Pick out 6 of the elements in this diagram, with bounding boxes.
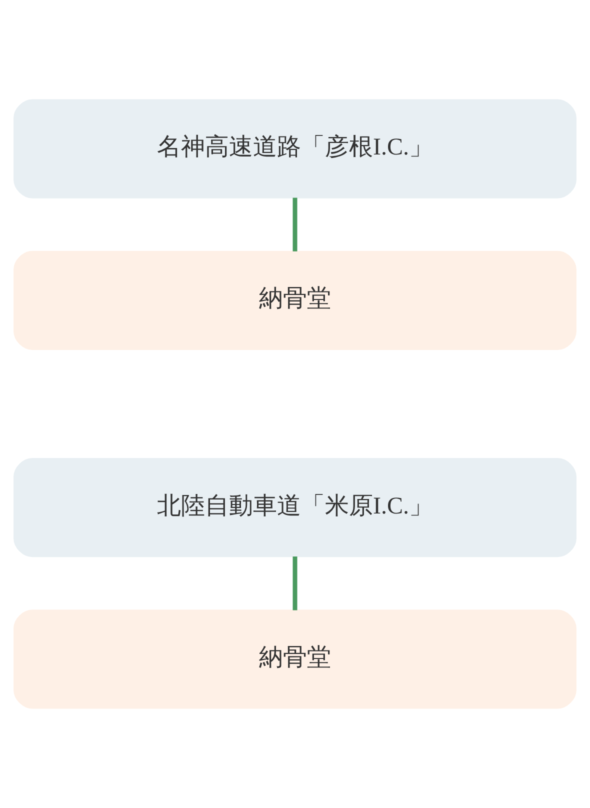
connector xyxy=(292,198,298,252)
node-box: 北陸自動車道「米原I.C.」 xyxy=(14,458,576,558)
node-box: 納骨堂 xyxy=(14,610,576,709)
node-box: 名神高速道路「彦根I.C.」 xyxy=(14,99,576,198)
connector xyxy=(292,556,298,610)
node-box: 納骨堂 xyxy=(14,250,576,350)
